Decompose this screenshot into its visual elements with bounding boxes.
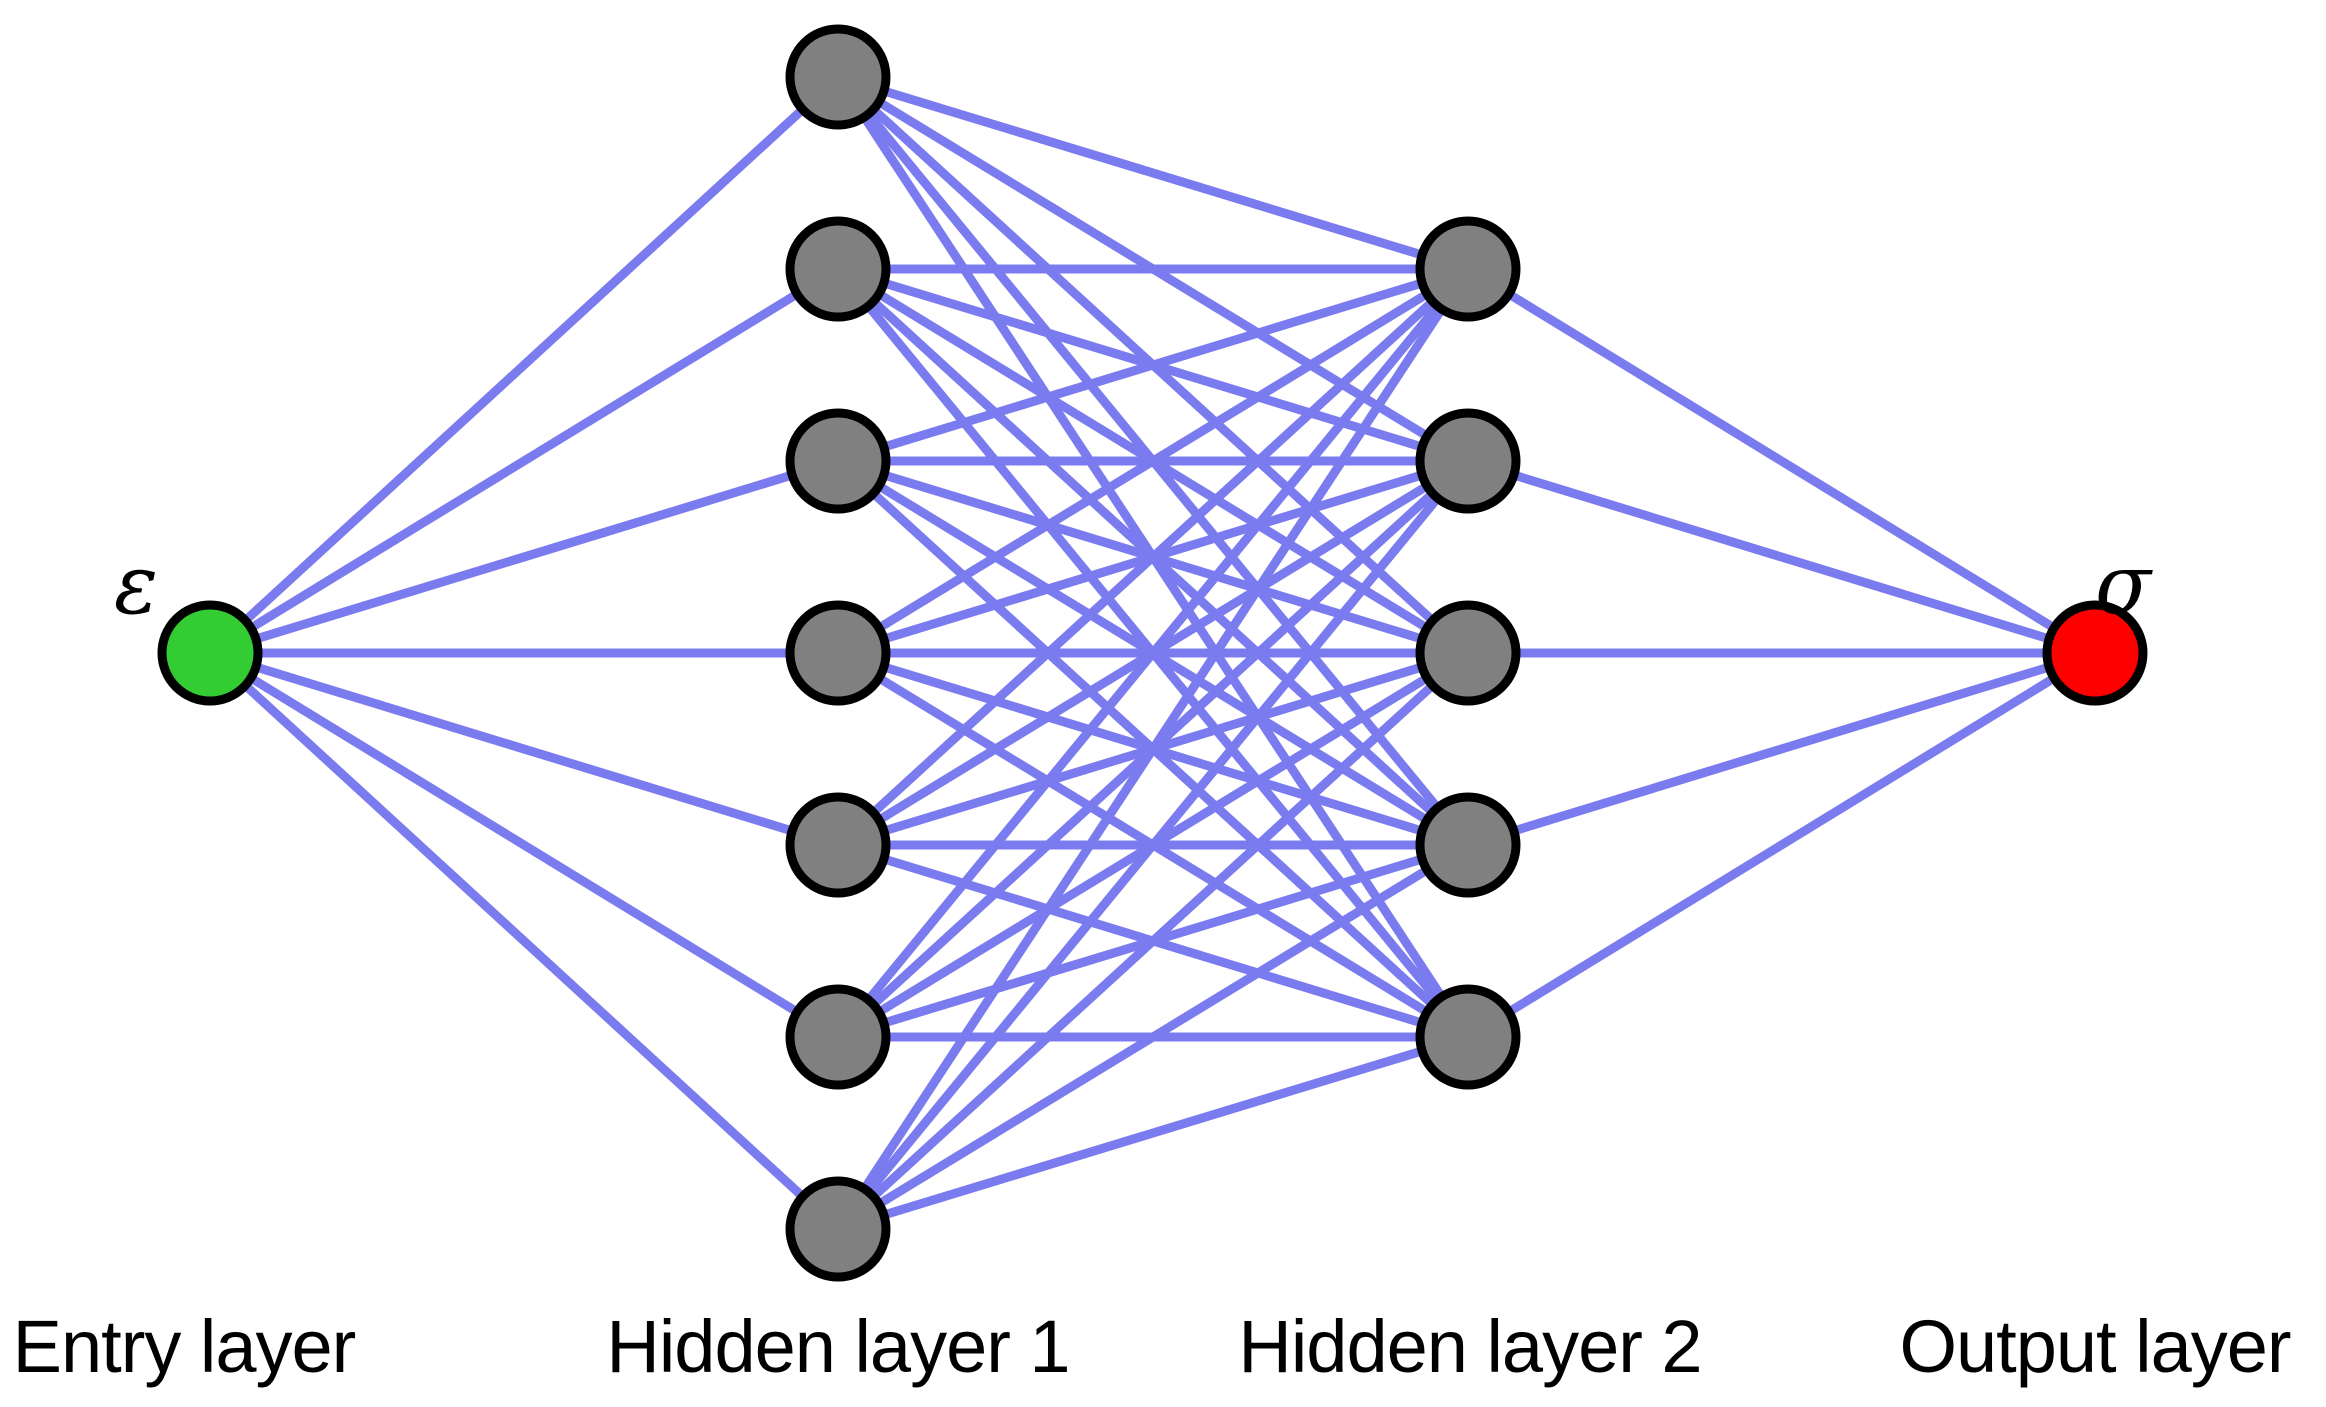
edge-hidden2-3-to-output-0 <box>1466 648 2097 850</box>
edge-hidden1-4-to-hidden2-0 <box>834 265 1472 849</box>
node-hidden1-6[interactable] <box>785 984 891 1090</box>
edge-hidden1-6-to-hidden2-4 <box>836 1032 1470 1234</box>
edges-group <box>206 72 2098 1234</box>
node-hidden1-3[interactable] <box>785 408 891 514</box>
node-output-1[interactable] <box>2042 600 2148 706</box>
node-hidden1-2[interactable] <box>785 216 891 322</box>
layer-label-entry: Entry layer <box>13 1305 356 1388</box>
node-hidden2-5[interactable] <box>1415 984 1521 1090</box>
node-symbol-output: σ <box>2095 538 2153 633</box>
layer-label-hidden2: Hidden layer 2 <box>1238 1305 1701 1388</box>
edge-hidden1-5-to-hidden2-0 <box>834 266 1472 1040</box>
node-hidden2-4[interactable] <box>1415 792 1521 898</box>
edge-hidden2-0-to-output-0 <box>1465 265 2098 657</box>
node-hidden1-4[interactable] <box>785 600 891 706</box>
node-hidden2-2[interactable] <box>1415 408 1521 514</box>
edge-entry-0-to-hidden1-1 <box>207 265 841 657</box>
node-hidden1-7[interactable] <box>785 1176 891 1282</box>
layer-label-output: Output layer <box>1899 1305 2290 1388</box>
edge-hidden2-4-to-output-0 <box>1465 649 2098 1041</box>
node-hidden1-1[interactable] <box>785 24 891 130</box>
edge-hidden1-0-to-hidden2-0 <box>836 72 1470 274</box>
node-hidden2-1[interactable] <box>1415 216 1521 322</box>
edge-hidden1-3-to-hidden2-0 <box>835 265 1471 657</box>
layer-label-hidden1: Hidden layer 1 <box>606 1305 1069 1388</box>
edge-entry-0-to-hidden1-0 <box>206 73 842 657</box>
node-symbol-entry: ε <box>114 538 158 633</box>
node-entry-1[interactable] <box>157 600 263 706</box>
edge-hidden2-1-to-output-0 <box>1466 456 2097 658</box>
nodes-group <box>157 24 2148 1282</box>
edge-entry-0-to-hidden1-4 <box>208 648 840 850</box>
edge-hidden1-2-to-hidden2-0 <box>836 264 1470 466</box>
node-hidden2-3[interactable] <box>1415 600 1521 706</box>
edge-hidden1-6-to-hidden2-1 <box>834 458 1472 1232</box>
layer-labels-group: Entry layer Hidden layer 1 Hidden layer 2 O… <box>13 1305 2292 1388</box>
edge-hidden1-6-to-hidden2-3 <box>835 841 1471 1233</box>
node-hidden1-5[interactable] <box>785 792 891 898</box>
edge-hidden1-6-to-hidden2-0 <box>834 266 1472 1232</box>
edge-entry-0-to-hidden1-6 <box>206 649 842 1233</box>
edge-entry-0-to-hidden1-5 <box>207 649 841 1041</box>
edge-hidden1-6-to-hidden2-2 <box>834 649 1472 1233</box>
edge-entry-0-to-hidden1-2 <box>208 456 840 658</box>
